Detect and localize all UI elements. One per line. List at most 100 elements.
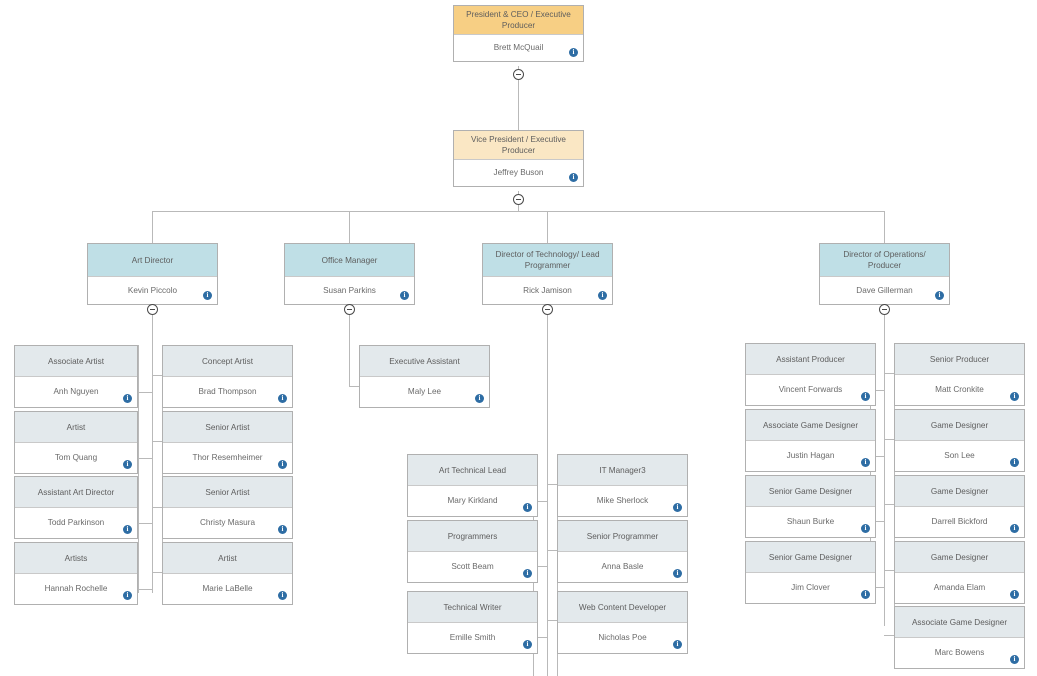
node-person-name: Dave Gillerman [856, 285, 913, 295]
info-icon[interactable]: i [1010, 590, 1019, 599]
connector-stub-concept-artist [152, 375, 162, 376]
node-programmers[interactable]: Programmers Scott Beam i [407, 520, 538, 583]
node-vp[interactable]: Vice President / Executive Producer Jeff… [453, 130, 584, 187]
info-icon[interactable]: i [278, 460, 287, 469]
node-office-manager[interactable]: Office Manager Susan Parkins i [284, 243, 415, 305]
info-icon[interactable]: i [935, 291, 944, 300]
info-icon[interactable]: i [278, 394, 287, 403]
node-assistant-art-director[interactable]: Assistant Art Director Todd Parkinson i [14, 476, 138, 539]
node-assistant-producer[interactable]: Assistant Producer Vincent Forwards i [745, 343, 876, 406]
node-it-manager[interactable]: IT Manager3 Mike Sherlock i [557, 454, 688, 517]
collapse-toggle-office-manager[interactable] [344, 304, 355, 315]
node-artist-marie[interactable]: Artist Marie LaBelle i [162, 542, 293, 605]
connector-stub-game-designer-darrell [884, 504, 894, 505]
node-title: Executive Assistant [360, 346, 489, 377]
info-icon[interactable]: i [673, 640, 682, 649]
connector-drop-dir-technology [547, 211, 548, 244]
connector-drop-office-manager [349, 211, 350, 244]
info-icon[interactable]: i [523, 503, 532, 512]
info-icon[interactable]: i [523, 640, 532, 649]
node-web-content-developer[interactable]: Web Content Developer Nicholas Poe i [557, 591, 688, 654]
node-dir-technology[interactable]: Director of Technology/ Lead Programmer … [482, 243, 613, 305]
info-icon[interactable]: i [861, 458, 870, 467]
node-person-name: Scott Beam [451, 562, 494, 571]
collapse-toggle-dir-operations[interactable] [879, 304, 890, 315]
node-body: Amanda Elam i [895, 573, 1024, 603]
node-person-name: Marc Bowens [934, 648, 985, 657]
node-ceo[interactable]: President & CEO / Executive Producer Bre… [453, 5, 584, 62]
info-icon[interactable]: i [123, 394, 132, 403]
node-title: Game Designer [895, 410, 1024, 441]
node-title: Artists [15, 543, 137, 574]
info-icon[interactable]: i [861, 524, 870, 533]
info-icon[interactable]: i [523, 569, 532, 578]
connector-art-spine [152, 315, 153, 593]
node-person-name: Anna Basle [601, 562, 644, 571]
info-icon[interactable]: i [278, 525, 287, 534]
node-senior-programmer[interactable]: Senior Programmer Anna Basle i [557, 520, 688, 583]
connector-stub-it-manager [547, 484, 557, 485]
node-person-name: Nicholas Poe [598, 633, 647, 642]
info-icon[interactable]: i [1010, 524, 1019, 533]
node-title: Technical Writer [408, 592, 537, 623]
node-dir-operations[interactable]: Director of Operations/ Producer Dave Gi… [819, 243, 950, 305]
info-icon[interactable]: i [861, 590, 870, 599]
collapse-toggle-vp[interactable] [513, 194, 524, 205]
node-associate-artist[interactable]: Associate Artist Anh Nguyen i [14, 345, 138, 408]
node-associate-game-designer-justin[interactable]: Associate Game Designer Justin Hagan i [745, 409, 876, 472]
node-senior-producer-box[interactable]: Senior Producer Matt Cronkite i [894, 343, 1025, 406]
collapse-toggle-art-director[interactable] [147, 304, 158, 315]
info-icon[interactable]: i [1010, 458, 1019, 467]
info-icon[interactable]: i [598, 291, 607, 300]
info-icon[interactable]: i [569, 173, 578, 182]
node-game-designer-darrell[interactable]: Game Designer Darrell Bickford i [894, 475, 1025, 538]
node-body: Jim Clover i [746, 573, 875, 603]
info-icon[interactable]: i [400, 291, 409, 300]
info-icon[interactable]: i [278, 591, 287, 600]
node-artist-tom[interactable]: Artist Tom Quang i [14, 411, 138, 474]
info-icon[interactable]: i [203, 291, 212, 300]
node-game-designer-amanda[interactable]: Game Designer Amanda Elam i [894, 541, 1025, 604]
node-body: Mike Sherlock i [558, 486, 687, 516]
node-senior-game-designer-shaun[interactable]: Senior Game Designer Shaun Burke i [745, 475, 876, 538]
node-art-technical-lead[interactable]: Art Technical Lead Mary Kirkland i [407, 454, 538, 517]
node-title: Artist [15, 412, 137, 443]
connector-stub-technical-writer [533, 637, 547, 638]
connector-stub-artist-tom [138, 458, 152, 459]
node-senior-game-designer-jim[interactable]: Senior Game Designer Jim Clover i [745, 541, 876, 604]
node-associate-game-designer-marc[interactable]: Associate Game Designer Marc Bowens i [894, 606, 1025, 669]
node-senior-artist-thor[interactable]: Senior Artist Thor Resemheimer i [162, 411, 293, 474]
info-icon[interactable]: i [569, 48, 578, 57]
node-artists-hannah[interactable]: Artists Hannah Rochelle i [14, 542, 138, 605]
connector-stub-web-content-developer [547, 620, 557, 621]
node-art-director[interactable]: Art Director Kevin Piccolo i [87, 243, 218, 305]
node-senior-artist-christy[interactable]: Senior Artist Christy Masura i [162, 476, 293, 539]
collapse-toggle-ceo[interactable] [513, 69, 524, 80]
node-person-name: Emille Smith [449, 633, 496, 642]
node-body: Brett McQuail i [454, 35, 583, 61]
node-title: Assistant Art Director [15, 477, 137, 508]
node-technical-writer[interactable]: Technical Writer Emille Smith i [407, 591, 538, 654]
node-person-name: Brett McQuail [493, 43, 544, 52]
node-concept-artist[interactable]: Concept Artist Brad Thompson i [162, 345, 293, 408]
node-title: Vice President / Executive Producer [454, 131, 583, 160]
collapse-toggle-dir-technology[interactable] [542, 304, 553, 315]
info-icon[interactable]: i [123, 460, 132, 469]
info-icon[interactable]: i [123, 591, 132, 600]
info-icon[interactable]: i [673, 503, 682, 512]
info-icon[interactable]: i [475, 394, 484, 403]
node-body: Shaun Burke i [746, 507, 875, 537]
node-executive-assistant[interactable]: Executive Assistant Maly Lee i [359, 345, 490, 408]
node-body: Dave Gillerman i [820, 277, 949, 304]
info-icon[interactable]: i [861, 392, 870, 401]
node-person-name: Amanda Elam [933, 583, 986, 592]
info-icon[interactable]: i [673, 569, 682, 578]
info-icon[interactable]: i [1010, 392, 1019, 401]
node-body: Maly Lee i [360, 377, 489, 407]
connector-stub-assistant-art-director [138, 523, 152, 524]
info-icon[interactable]: i [1010, 655, 1019, 664]
node-senior-producer[interactable]: Game Designer Son Lee i [894, 344, 1025, 472]
info-icon[interactable]: i [123, 525, 132, 534]
connector-stub-executive-assistant [349, 386, 359, 387]
